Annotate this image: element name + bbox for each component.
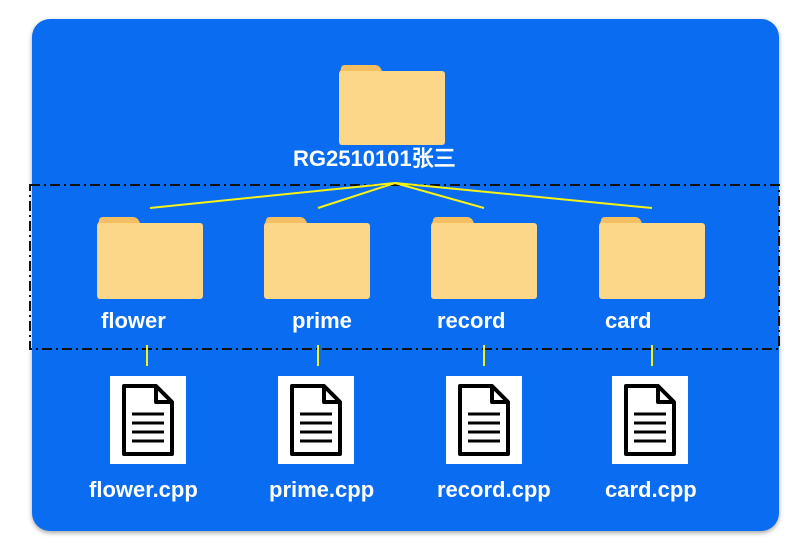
connector-root-card bbox=[394, 182, 653, 209]
root-folder-label: RG2510101张三 bbox=[293, 146, 456, 171]
folder-label-prime: prime bbox=[292, 308, 352, 333]
connector-root-record bbox=[394, 182, 485, 209]
folder-icon[interactable] bbox=[599, 215, 705, 299]
file-label-prime: prime.cpp bbox=[269, 477, 375, 502]
folder-label-flower: flower bbox=[101, 308, 166, 333]
document-icon[interactable] bbox=[446, 376, 522, 464]
document-icon[interactable] bbox=[278, 376, 354, 464]
folder-icon[interactable] bbox=[339, 63, 445, 145]
file-label-record: record.cpp bbox=[437, 477, 551, 502]
connector-root-prime bbox=[317, 182, 396, 209]
file-label-card: card.cpp bbox=[605, 477, 697, 502]
folder-label-card: card bbox=[605, 308, 652, 333]
file-label-flower: flower.cpp bbox=[89, 477, 198, 502]
document-icon[interactable] bbox=[110, 376, 186, 464]
document-icon[interactable] bbox=[612, 376, 688, 464]
folder-icon[interactable] bbox=[264, 215, 370, 299]
folder-icon[interactable] bbox=[97, 215, 203, 299]
connector-root-flower bbox=[149, 182, 396, 209]
folder-icon[interactable] bbox=[431, 215, 537, 299]
folder-label-record: record bbox=[437, 308, 506, 333]
